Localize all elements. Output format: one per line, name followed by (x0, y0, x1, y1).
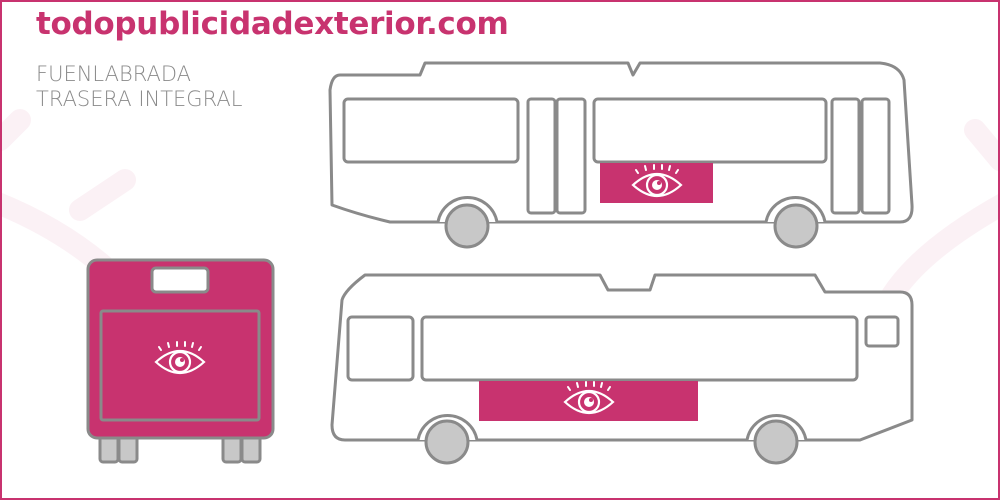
format-label: TRASERA INTEGRAL (36, 87, 243, 111)
bus-side-view-left (330, 273, 914, 465)
brand-logo-text: todopublicidadexterior.com (36, 6, 509, 42)
bus-rear-view (86, 258, 275, 464)
subtitle: FUENLABRADA TRASERA INTEGRAL (36, 62, 242, 112)
bus-side-view-right (328, 61, 914, 249)
location-label: FUENLABRADA (36, 62, 191, 86)
